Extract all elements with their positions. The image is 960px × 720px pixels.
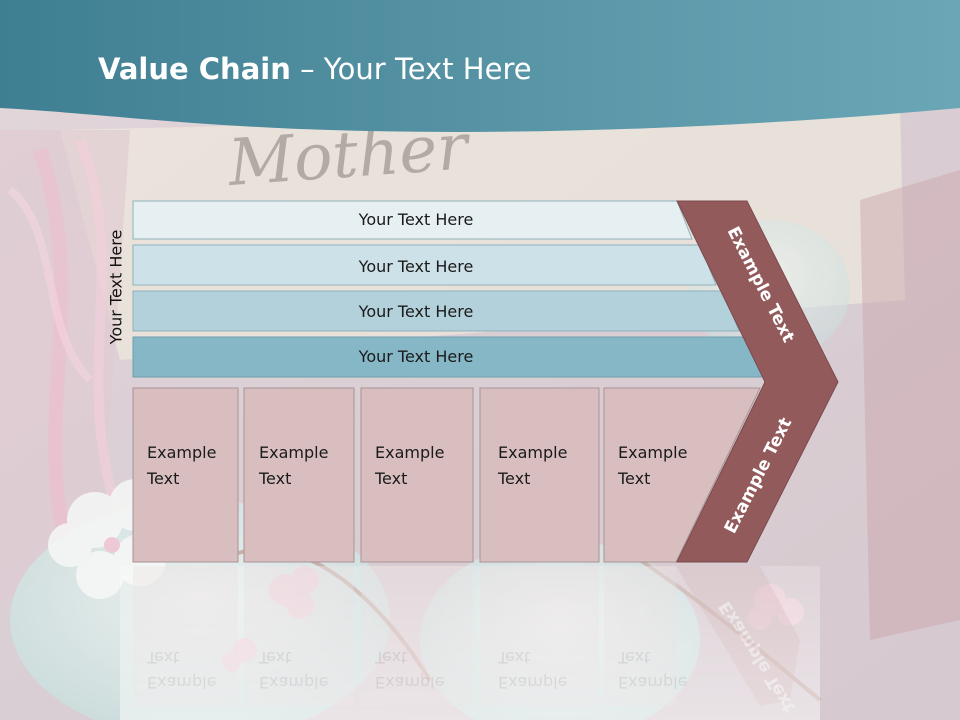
column-text-5b: Text — [617, 469, 650, 488]
column-text-2b: Text — [258, 469, 291, 488]
chevron-shape — [676, 200, 839, 563]
column-text-4b: Text — [497, 469, 530, 488]
column-text-1a: Example — [147, 443, 216, 462]
header-band — [0, 0, 960, 132]
vertical-side-label: Your Text Here — [106, 229, 126, 345]
row-label-4: Your Text Here — [358, 347, 474, 366]
column-box-4 — [479, 387, 600, 563]
column-text-3b: Text — [374, 469, 407, 488]
row-label-2: Your Text Here — [358, 257, 474, 276]
row-bar-1 — [132, 200, 693, 240]
row-bar-2 — [132, 244, 717, 286]
row-label-1: Your Text Here — [358, 210, 474, 229]
column-text-3a: Example — [375, 443, 444, 462]
slide-title: Value Chain – Your Text Here — [98, 52, 532, 86]
column-boxes: Example Text Example Text Example Text E… — [132, 387, 761, 563]
title-bold: Value Chain — [98, 52, 291, 86]
value-chevron: Example Text Example Text — [676, 200, 839, 563]
column-text-2a: Example — [259, 443, 328, 462]
row-bars: Your Text Here Your Text Here Your Text … — [132, 200, 764, 378]
column-box-1 — [132, 387, 239, 563]
row-label-3: Your Text Here — [358, 302, 474, 321]
title-rest: – Your Text Here — [290, 52, 532, 86]
column-text-1b: Text — [146, 469, 179, 488]
column-box-3 — [360, 387, 474, 563]
column-box-2 — [243, 387, 355, 563]
column-text-5a: Example — [618, 443, 687, 462]
column-box-5 — [603, 387, 761, 563]
column-text-4a: Example — [498, 443, 567, 462]
row-bar-3 — [132, 290, 740, 332]
